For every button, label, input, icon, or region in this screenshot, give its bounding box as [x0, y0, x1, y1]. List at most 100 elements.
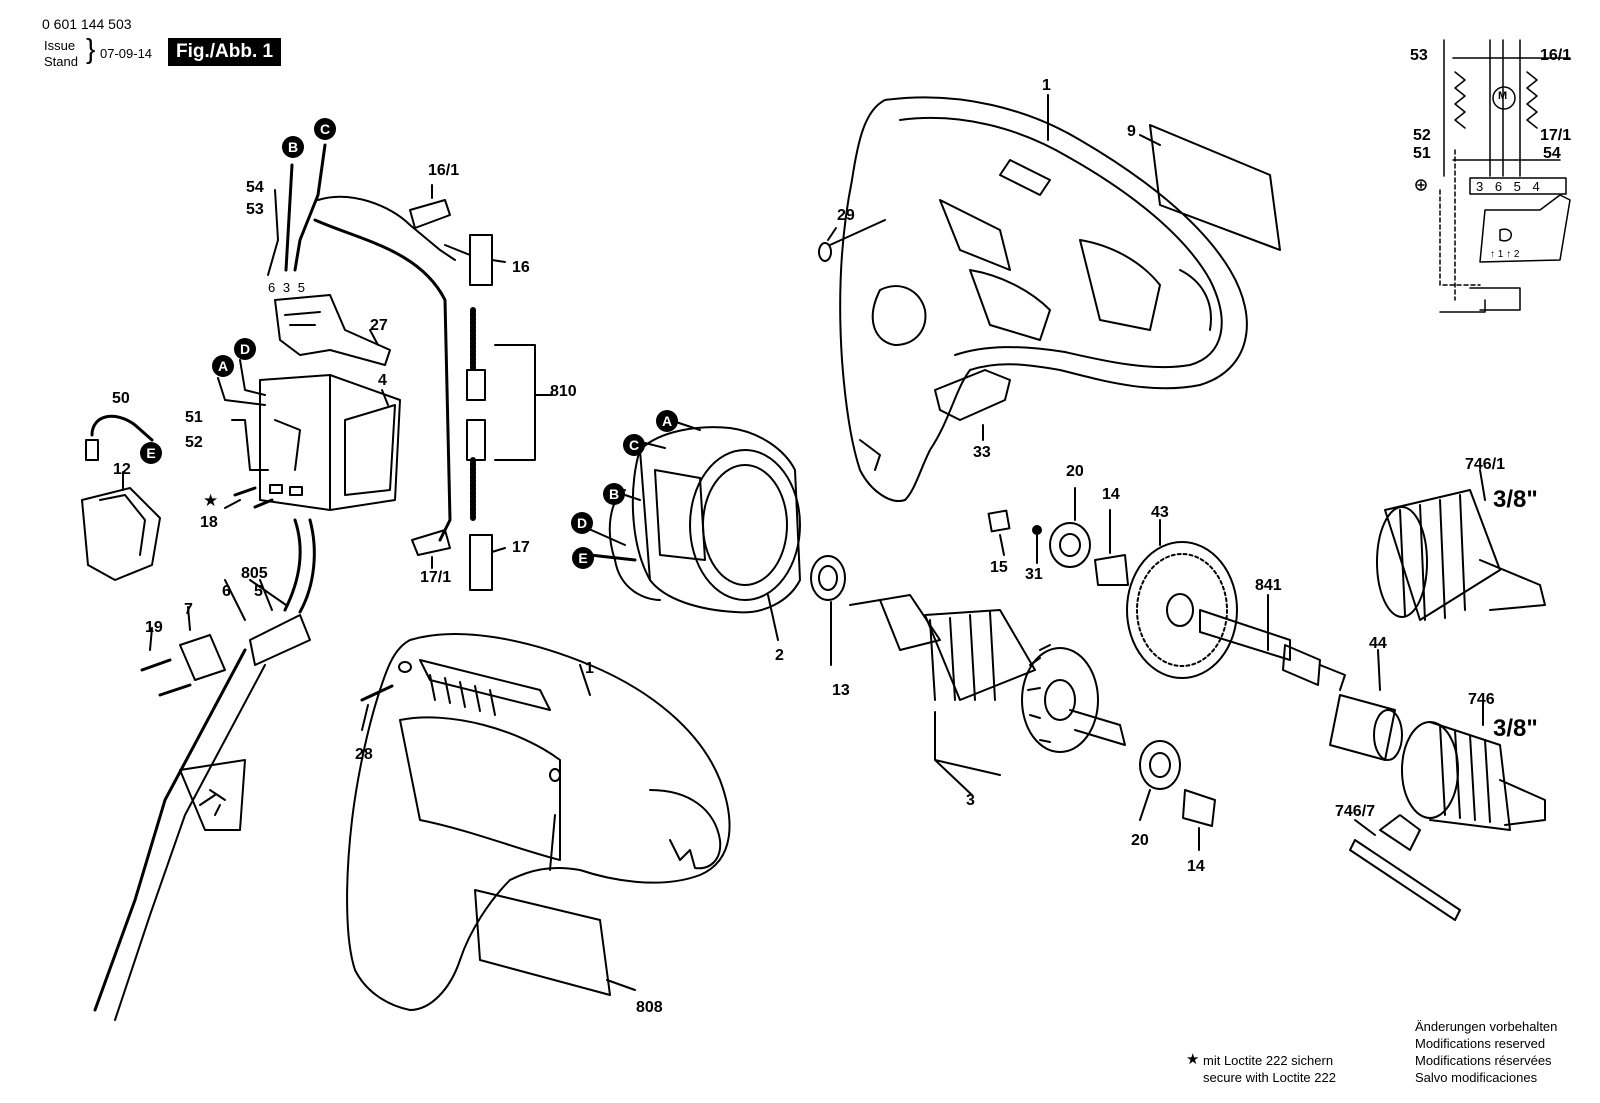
modifications-es: Salvo modificaciones — [1415, 1070, 1538, 1085]
label-1-lower: 1 — [585, 660, 594, 677]
housing-half-right — [839, 96, 1248, 502]
loctite-note-de: mit Loctite 222 sichern — [1203, 1053, 1334, 1068]
label-746: 746 — [1468, 691, 1495, 708]
label-4: 4 — [378, 372, 387, 389]
label-5: 5 — [254, 583, 263, 600]
label-805: 805 — [241, 565, 268, 582]
switch-4 — [259, 374, 401, 511]
figure-label: Fig./Abb. 1 — [168, 38, 282, 66]
issue-date: 07-09-14 — [100, 46, 153, 61]
label-54-schematic: 54 — [1543, 145, 1561, 162]
modifications-de: Änderungen vorbehalten — [1415, 1019, 1558, 1034]
label-14-lower: 14 — [1187, 858, 1205, 875]
carbon-brushes-810 — [466, 307, 553, 523]
o-ring-29 — [818, 242, 832, 262]
armature-3 — [849, 594, 1126, 753]
ball-bearing-13 — [810, 555, 846, 601]
cord-clamp-7 — [179, 634, 226, 681]
wire-50 — [90, 414, 154, 442]
chuck-size-lower: 3/8" — [1493, 715, 1538, 742]
brush-holder-17 — [469, 534, 493, 591]
label-52-left: 52 — [185, 434, 203, 451]
label-15: 15 — [990, 559, 1008, 576]
keyless-chuck-746-1 — [1376, 489, 1546, 621]
loctite-star: ★ — [1186, 1051, 1200, 1068]
label-9: 9 — [1127, 123, 1136, 140]
label-17-1-schematic: 17/1 — [1540, 127, 1572, 144]
gear-43 — [1126, 541, 1238, 679]
label-841: 841 — [1255, 577, 1282, 594]
label-20-upper: 20 — [1066, 463, 1084, 480]
brush-holder-16 — [469, 234, 493, 286]
label-3: 3 — [966, 792, 975, 809]
issue-label: Issue — [44, 38, 76, 53]
label-2: 2 — [775, 647, 784, 664]
label-12: 12 — [113, 461, 131, 478]
label-54-left: 54 — [246, 179, 264, 196]
label-28: 28 — [355, 746, 373, 763]
modifications-fr: Modifications réservées — [1415, 1053, 1552, 1068]
label-19: 19 — [145, 619, 163, 636]
wire-b — [284, 163, 294, 272]
label-14-upper: 14 — [1102, 486, 1120, 503]
label-51-schematic: 51 — [1413, 145, 1431, 162]
spindle-841 — [1199, 609, 1346, 691]
issue-brace: } — [86, 33, 96, 64]
connector-16-1 — [409, 199, 451, 229]
keyed-chuck-746 — [1401, 721, 1546, 831]
label-27: 27 — [370, 317, 388, 334]
connector-e-stator: E — [572, 547, 594, 569]
label-18: 18 — [200, 514, 218, 531]
loctite-note-en: secure with Loctite 222 — [1203, 1070, 1336, 1085]
connector-c-left: C — [314, 118, 336, 140]
bearing-sleeve-20-lower — [1139, 740, 1181, 790]
star-18: ★ — [203, 491, 219, 510]
switch-slider-33 — [934, 369, 1011, 421]
screws-19 — [140, 658, 192, 697]
spacer-44 — [1329, 694, 1403, 761]
label-13: 13 — [832, 682, 850, 699]
screw-28 — [360, 684, 394, 702]
pad-15 — [987, 509, 1011, 533]
label-plate-808 — [474, 889, 611, 996]
chuck-key-746-7 — [1349, 814, 1461, 921]
chuck-size-upper: 3/8" — [1493, 486, 1538, 513]
needle-sleeve-14-upper — [1094, 554, 1129, 586]
label-746-1: 746/1 — [1465, 456, 1506, 473]
label-31: 31 — [1025, 566, 1043, 583]
label-746-7: 746/7 — [1335, 803, 1376, 820]
connector-e-left: E — [140, 442, 162, 464]
connector-a-left: A — [212, 355, 234, 377]
bearing-sleeve-20-upper — [1049, 522, 1091, 568]
connector-c-stator: C — [623, 434, 645, 456]
label-16-1: 16/1 — [428, 162, 460, 179]
label-44: 44 — [1369, 635, 1387, 652]
switch-wire-numbers: 6 3 5 — [268, 280, 307, 295]
reverse-switch-27 — [274, 294, 391, 366]
connector-d-stator: D — [571, 512, 593, 534]
connector-17-1 — [411, 529, 451, 556]
wiring-schematic — [1415, 39, 1571, 313]
wire-c — [293, 143, 327, 272]
connector-b-left: B — [282, 136, 304, 158]
stand-label: Stand — [44, 54, 78, 69]
switch-pin-labels: ↑ 1 ↑ 2 — [1490, 249, 1520, 260]
modifications-en: Modifications reserved — [1415, 1036, 1546, 1051]
label-51-left: 51 — [185, 409, 203, 426]
connector-a-stator: A — [656, 410, 678, 432]
motor-symbol: M — [1498, 90, 1508, 102]
connector-d-left: D — [234, 338, 256, 360]
label-33: 33 — [973, 444, 991, 461]
label-plate-9 — [1149, 124, 1281, 251]
label-17-1: 17/1 — [420, 569, 452, 586]
label-7: 7 — [184, 601, 193, 618]
label-16: 16 — [512, 259, 530, 276]
label-1-top: 1 — [1042, 77, 1051, 94]
label-16-1-schematic: 16/1 — [1540, 47, 1572, 64]
label-6: 6 — [222, 583, 231, 600]
label-808: 808 — [636, 999, 663, 1016]
label-20-lower: 20 — [1131, 832, 1149, 849]
label-53-schematic: 53 — [1410, 47, 1428, 64]
plate-12 — [81, 487, 161, 581]
